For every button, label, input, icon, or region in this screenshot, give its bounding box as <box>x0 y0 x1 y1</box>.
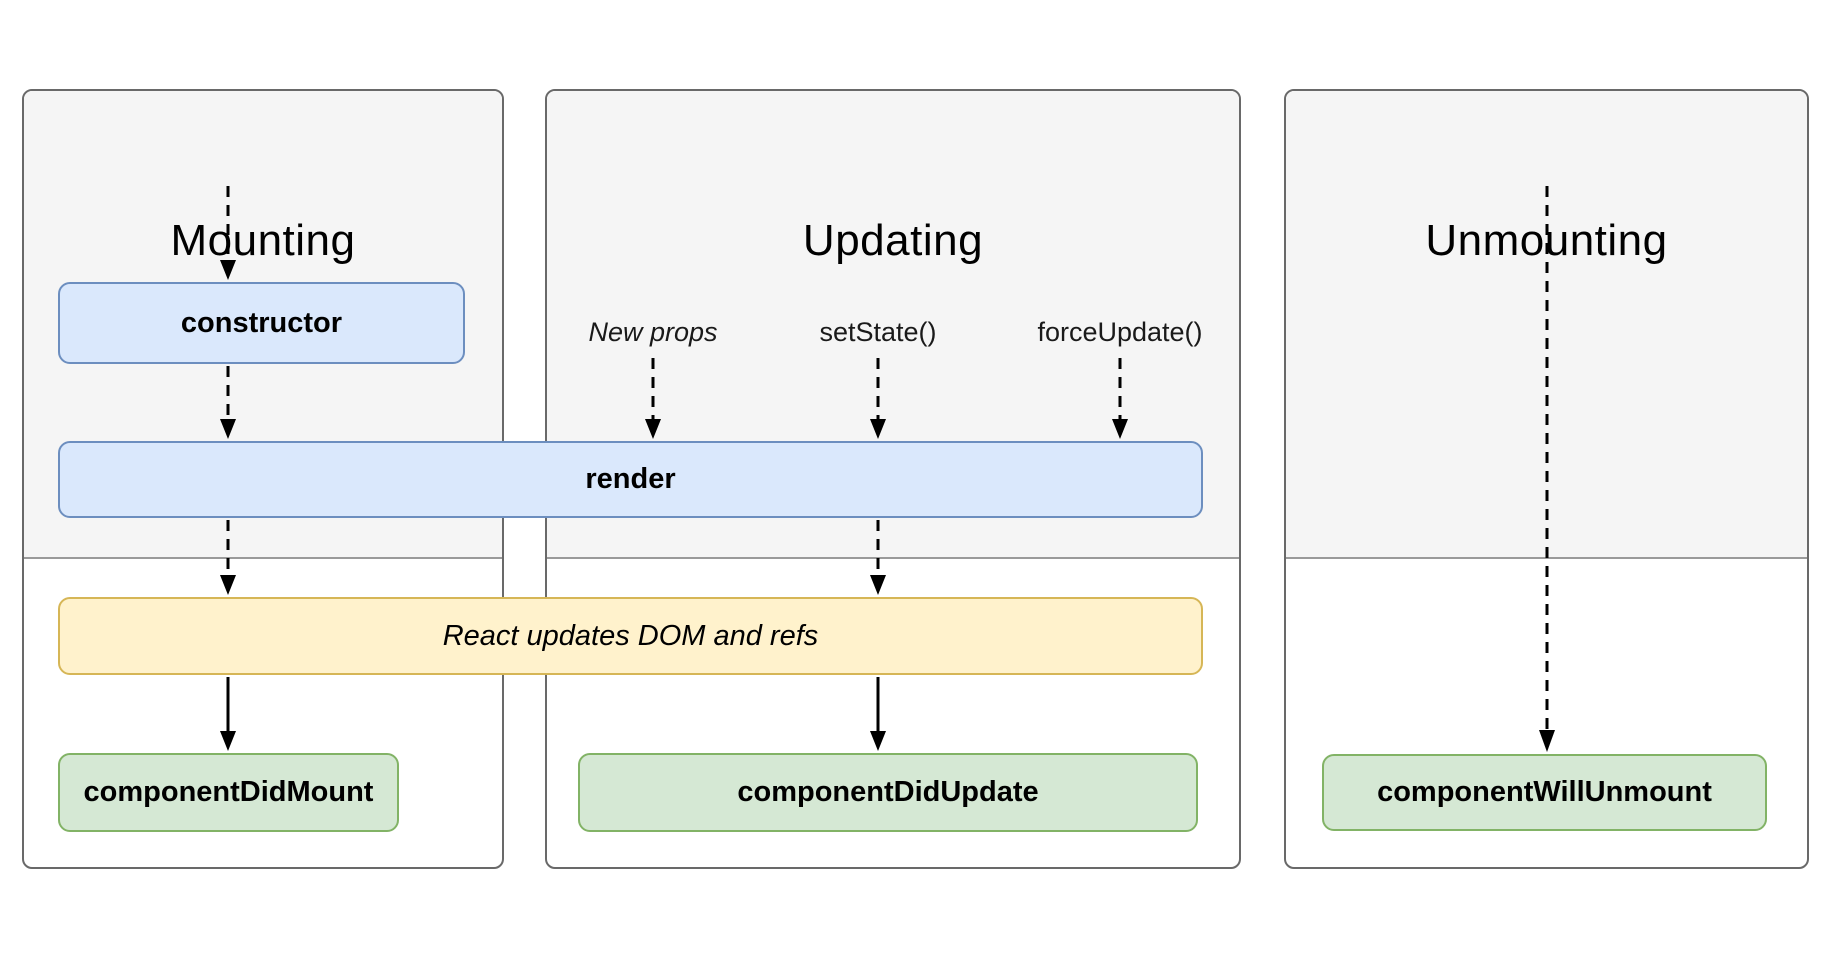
panel-title-mounting: Mounting <box>170 216 356 265</box>
constructor-box: constructor <box>58 282 465 364</box>
panel-title-updating: Updating <box>802 216 984 265</box>
panel-unmounting: Unmounting <box>1284 89 1809 869</box>
component-will-unmount-box: componentWillUnmount <box>1322 754 1767 831</box>
trigger-new-props: New props <box>588 317 718 347</box>
trigger-set-state: setState() <box>819 317 937 347</box>
component-did-mount-box: componentDidMount <box>58 753 399 832</box>
panel-title-unmounting: Unmounting <box>1425 216 1668 265</box>
trigger-force-update: forceUpdate() <box>1037 317 1203 347</box>
component-did-update-box: componentDidUpdate <box>578 753 1198 832</box>
react-updates-dom-box: React updates DOM and refs <box>58 597 1203 675</box>
unmounting-render-phase-zone <box>1286 91 1807 559</box>
render-box: render <box>58 441 1203 518</box>
